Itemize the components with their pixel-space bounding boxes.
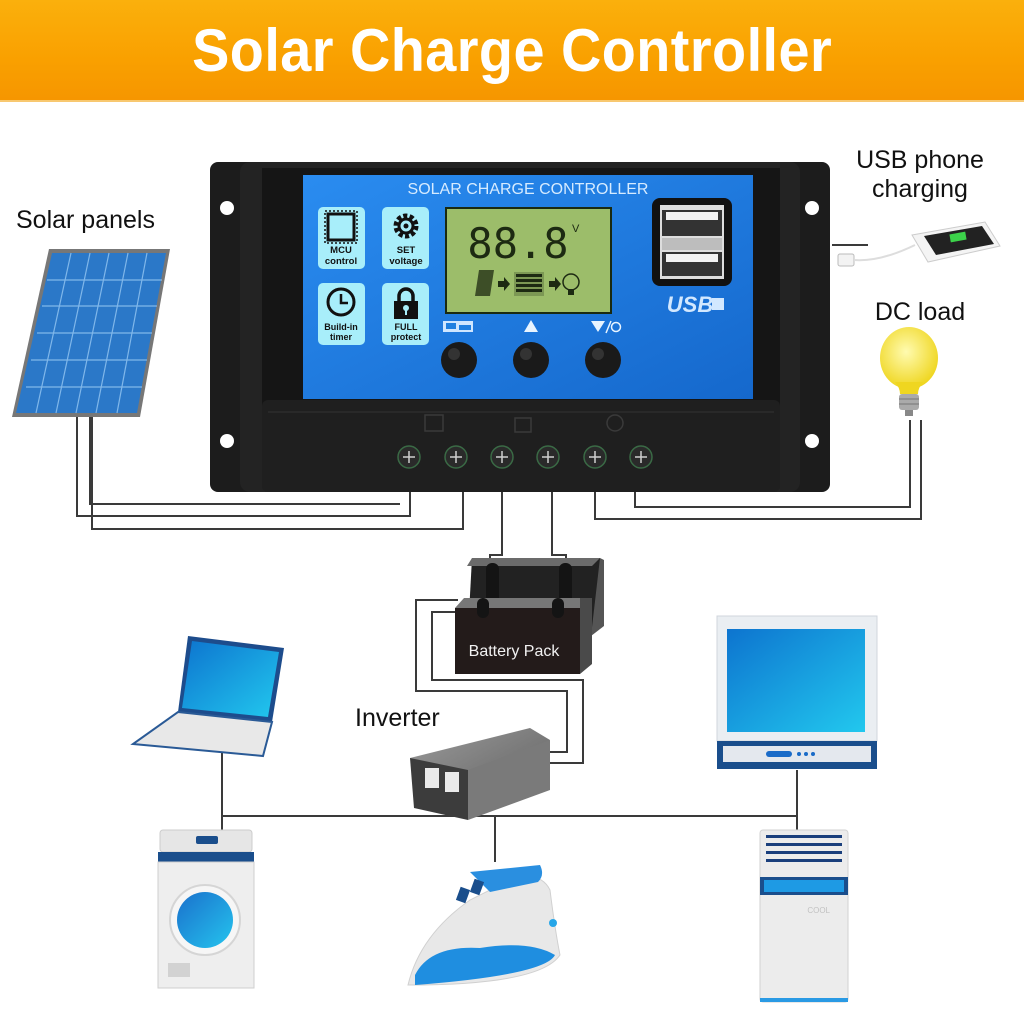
usb-ports[interactable] — [652, 198, 732, 286]
usb-plug-icon — [712, 298, 724, 310]
svg-text:FULL: FULL — [395, 322, 418, 332]
charge-controller: SOLAR CHARGE CONTROLLER MCU control SET … — [210, 162, 830, 492]
mount-hole — [805, 201, 819, 215]
clock-icon — [326, 287, 356, 317]
triangle-down-light-icon — [591, 320, 622, 334]
mount-hole — [220, 434, 234, 448]
svg-text:voltage: voltage — [389, 256, 422, 267]
laptop-icon — [130, 636, 284, 758]
svg-text:timer: timer — [330, 332, 353, 342]
washing-machine-icon — [157, 829, 255, 989]
usb-label: USB — [667, 292, 714, 317]
air-conditioner-icon: COOL — [759, 829, 849, 1003]
chip-icon — [324, 210, 358, 244]
feature-mcu-control: MCU control — [318, 207, 365, 269]
light-bulb-icon — [880, 327, 938, 416]
triangle-up-icon — [524, 320, 538, 332]
inverter-icon — [410, 728, 550, 820]
svg-text:control: control — [325, 256, 357, 267]
dc-load-label: DC load — [875, 298, 965, 326]
phone-charging-icon — [837, 221, 1001, 267]
svg-text:MCU: MCU — [330, 245, 352, 256]
solar-panels-label: Solar panels — [16, 206, 155, 234]
terminal-group-icons — [424, 414, 624, 433]
iron-icon — [407, 865, 561, 986]
battery-pack-label: Battery Pack — [469, 643, 561, 660]
panel-title: SOLAR CHARGE CONTROLLER — [408, 181, 649, 198]
page-title: Solar Charge Controller — [191, 16, 833, 84]
usb-phone-label-line2: charging — [872, 175, 968, 203]
battery-icon — [514, 417, 532, 433]
arrow-right-icon — [498, 277, 510, 291]
battery-pack-icon: Battery Pack — [455, 558, 604, 674]
usb-phone-label-line1: USB phone — [856, 146, 984, 174]
arrow-right-icon — [549, 277, 561, 291]
feature-set-voltage: SET voltage — [382, 207, 429, 269]
mount-hole — [220, 201, 234, 215]
solar-panel-icon — [424, 414, 444, 432]
title-banner: Solar Charge Controller — [0, 0, 1024, 102]
lcd-display: 88.8 V — [445, 207, 612, 314]
gear-icon — [393, 213, 419, 239]
terminal-block — [262, 400, 780, 492]
feature-full-protect: FULL protect — [382, 283, 429, 345]
svg-text:SET: SET — [397, 245, 416, 256]
svg-text:protect: protect — [391, 332, 422, 342]
bulb-icon — [606, 414, 624, 432]
svg-text:Build-in: Build-in — [324, 322, 358, 332]
solar-panel-icon — [475, 270, 494, 296]
lock-icon — [394, 287, 418, 319]
ac-mode-label: COOL — [807, 906, 830, 915]
down-button[interactable] — [585, 342, 621, 378]
battery-bars-icon — [514, 272, 544, 296]
menu-button[interactable] — [441, 342, 477, 378]
up-button[interactable] — [513, 342, 549, 378]
terminals — [397, 445, 653, 469]
mount-hole — [805, 434, 819, 448]
lcd-reading: 88.8 — [467, 219, 568, 268]
bulb-icon — [562, 273, 580, 295]
lcd-unit: V — [572, 223, 580, 235]
feature-build-in-timer: Build-in timer — [318, 283, 365, 345]
menu-switch-icon — [443, 321, 473, 332]
tv-icon — [716, 615, 878, 769]
inverter-label: Inverter — [355, 704, 440, 732]
solar-panel-icon — [12, 249, 170, 417]
